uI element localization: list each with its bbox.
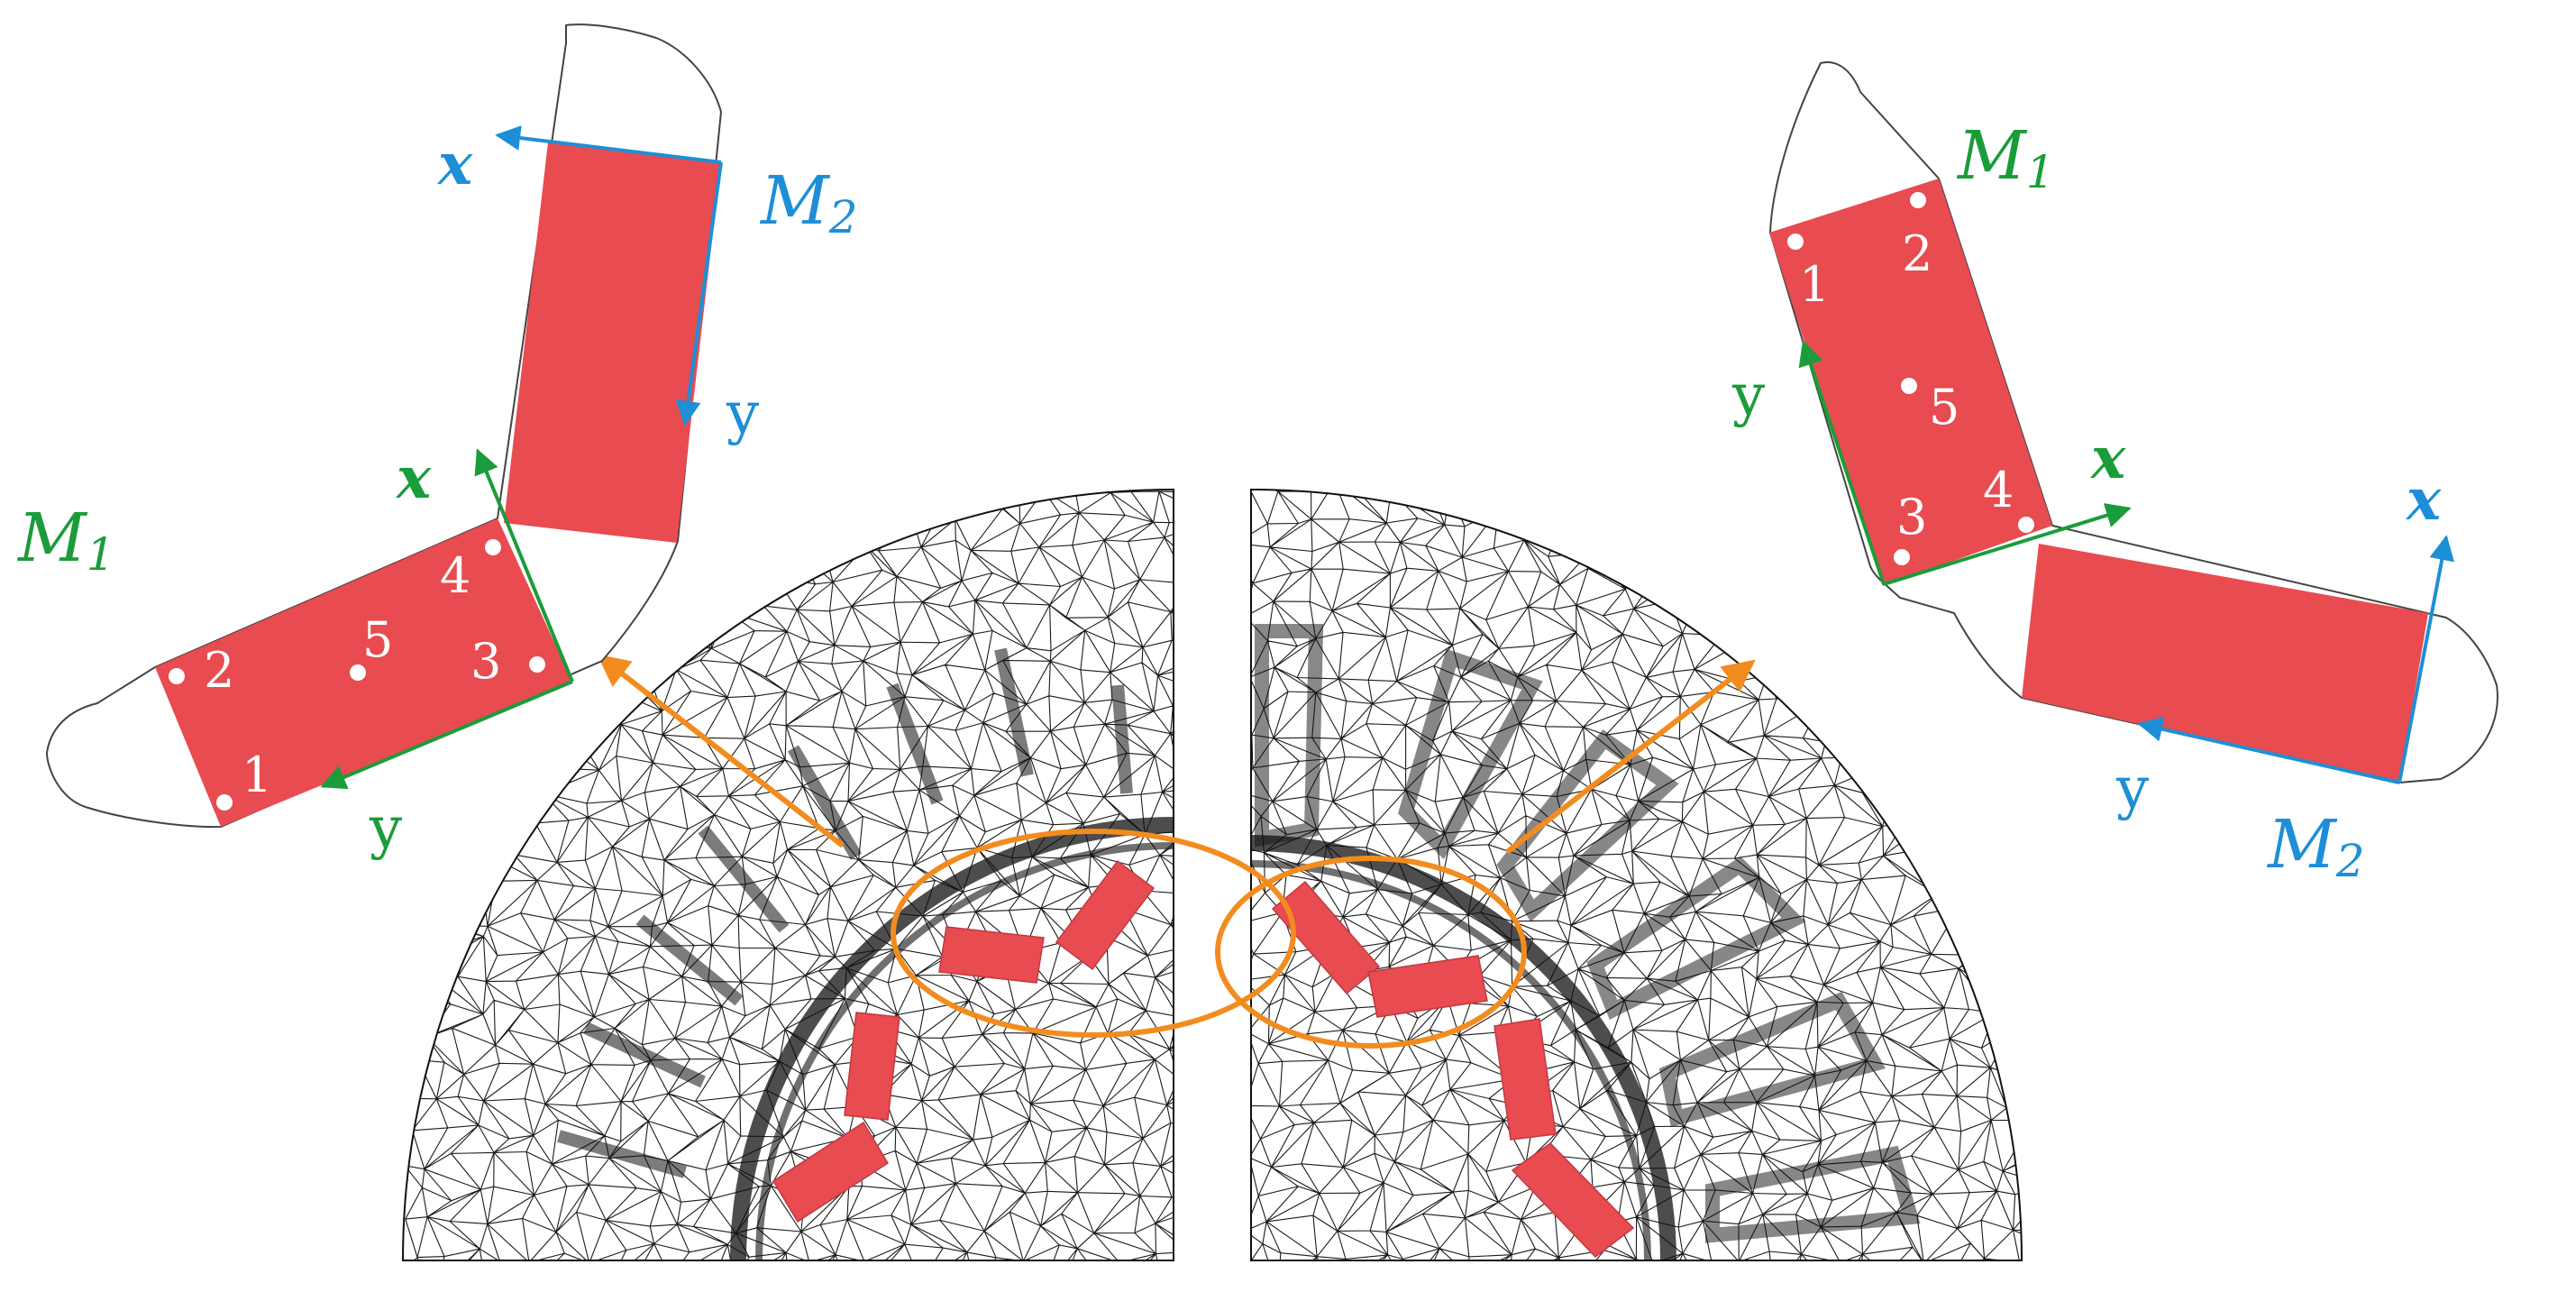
right-mesh-quarter — [1250, 488, 2023, 1261]
right-rotor-magnet-a — [1271, 880, 1381, 995]
right-rotor-magnet-d — [1511, 1142, 1635, 1259]
left-point-2-label: 2 — [204, 642, 234, 699]
left-point-5-marker — [350, 664, 366, 681]
right-point-2-label: 2 — [1902, 225, 1932, 282]
right-point-5-label: 5 — [1929, 379, 1959, 435]
right-point-2-marker — [1910, 192, 1926, 208]
right-point-4-label: 4 — [1983, 462, 2014, 518]
right-point-3-label: 3 — [1896, 489, 1927, 545]
right-rotor-magnet-c — [1494, 1018, 1557, 1141]
left-m1-label: M1 — [16, 499, 115, 581]
left-point-4-marker — [485, 539, 501, 555]
left-m2-label: M2 — [759, 162, 858, 243]
left-m2-x-label: x — [436, 131, 473, 198]
left-point-3-marker — [529, 656, 545, 673]
right-mesh-boundary — [1250, 488, 2023, 1261]
left-m1-y-axis-arrow — [320, 680, 573, 790]
left-m1-x-axis-arrow — [474, 448, 574, 683]
right-m1-y-label: y — [1731, 362, 1765, 429]
left-point-1-label: 1 — [242, 747, 272, 803]
right-point-5-marker — [1901, 378, 1917, 394]
left-mesh-quarter — [401, 488, 1174, 1261]
left-rotor-magnet-a — [938, 926, 1045, 984]
left-m2-y-axis-arrow — [675, 161, 723, 426]
right-pointer-arrow — [1505, 659, 1756, 855]
right-point-3-marker — [1894, 549, 1910, 565]
right-m1-label: M1 — [1956, 117, 2055, 198]
left-m1-y-label: y — [369, 795, 402, 862]
right-point-4-marker — [2018, 517, 2034, 533]
left-rotor-magnets — [772, 859, 1156, 1223]
right-m2-x-label: x — [2405, 466, 2442, 534]
left-detail-magnet-m2 — [504, 142, 721, 543]
left-mesh-boundary — [401, 488, 1174, 1261]
left-point-2-marker — [169, 668, 185, 684]
left-rotor-magnet-d — [772, 1121, 890, 1223]
right-point-1-marker — [1787, 234, 1804, 250]
left-point-4-label: 4 — [440, 547, 470, 604]
right-m1-x-axis-arrow — [1883, 503, 2132, 586]
left-airgap-band — [730, 817, 1174, 1260]
right-stator-slots — [1255, 624, 1921, 1243]
right-rotor-magnets — [1271, 880, 1635, 1259]
left-point-3-label: 3 — [470, 633, 501, 690]
left-m2-y-label: y — [726, 380, 759, 447]
right-detail-magnet-m2 — [2022, 544, 2428, 783]
right-airgap-band — [1251, 835, 1676, 1260]
right-rotor-magnet-b — [1367, 955, 1488, 1018]
left-highlight-ellipse — [891, 829, 1296, 1038]
right-measurement-points: 1 2 3 4 5 — [1787, 192, 2034, 565]
right-m2-x-axis-arrow — [2398, 535, 2455, 783]
left-m2-x-axis-arrow — [495, 125, 722, 164]
left-m1-x-label: x — [395, 444, 432, 512]
right-m2-label: M2 — [2266, 806, 2365, 887]
right-m1-x-label: x — [2089, 425, 2126, 492]
right-m1-y-axis-arrow — [1798, 340, 1886, 585]
left-point-1-marker — [216, 794, 233, 811]
left-rotor-magnet-c — [844, 1012, 900, 1121]
right-highlight-ellipse — [1215, 856, 1527, 1049]
left-point-5-label: 5 — [362, 611, 393, 668]
left-pointer-arrow — [597, 654, 845, 848]
left-detail: x y x y M2 M1 1 2 3 4 5 — [16, 23, 858, 862]
right-detail: M1 y x x y M2 1 2 3 4 5 — [1731, 61, 2498, 887]
right-m2-y-axis-arrow — [2137, 716, 2400, 784]
left-stator-slots — [557, 647, 1133, 1178]
right-m2-y-label: y — [2115, 756, 2149, 822]
left-measurement-points: 1 2 3 4 5 — [169, 539, 545, 811]
left-rotor-magnet-b — [1055, 859, 1156, 971]
right-point-1-label: 1 — [1799, 256, 1830, 313]
